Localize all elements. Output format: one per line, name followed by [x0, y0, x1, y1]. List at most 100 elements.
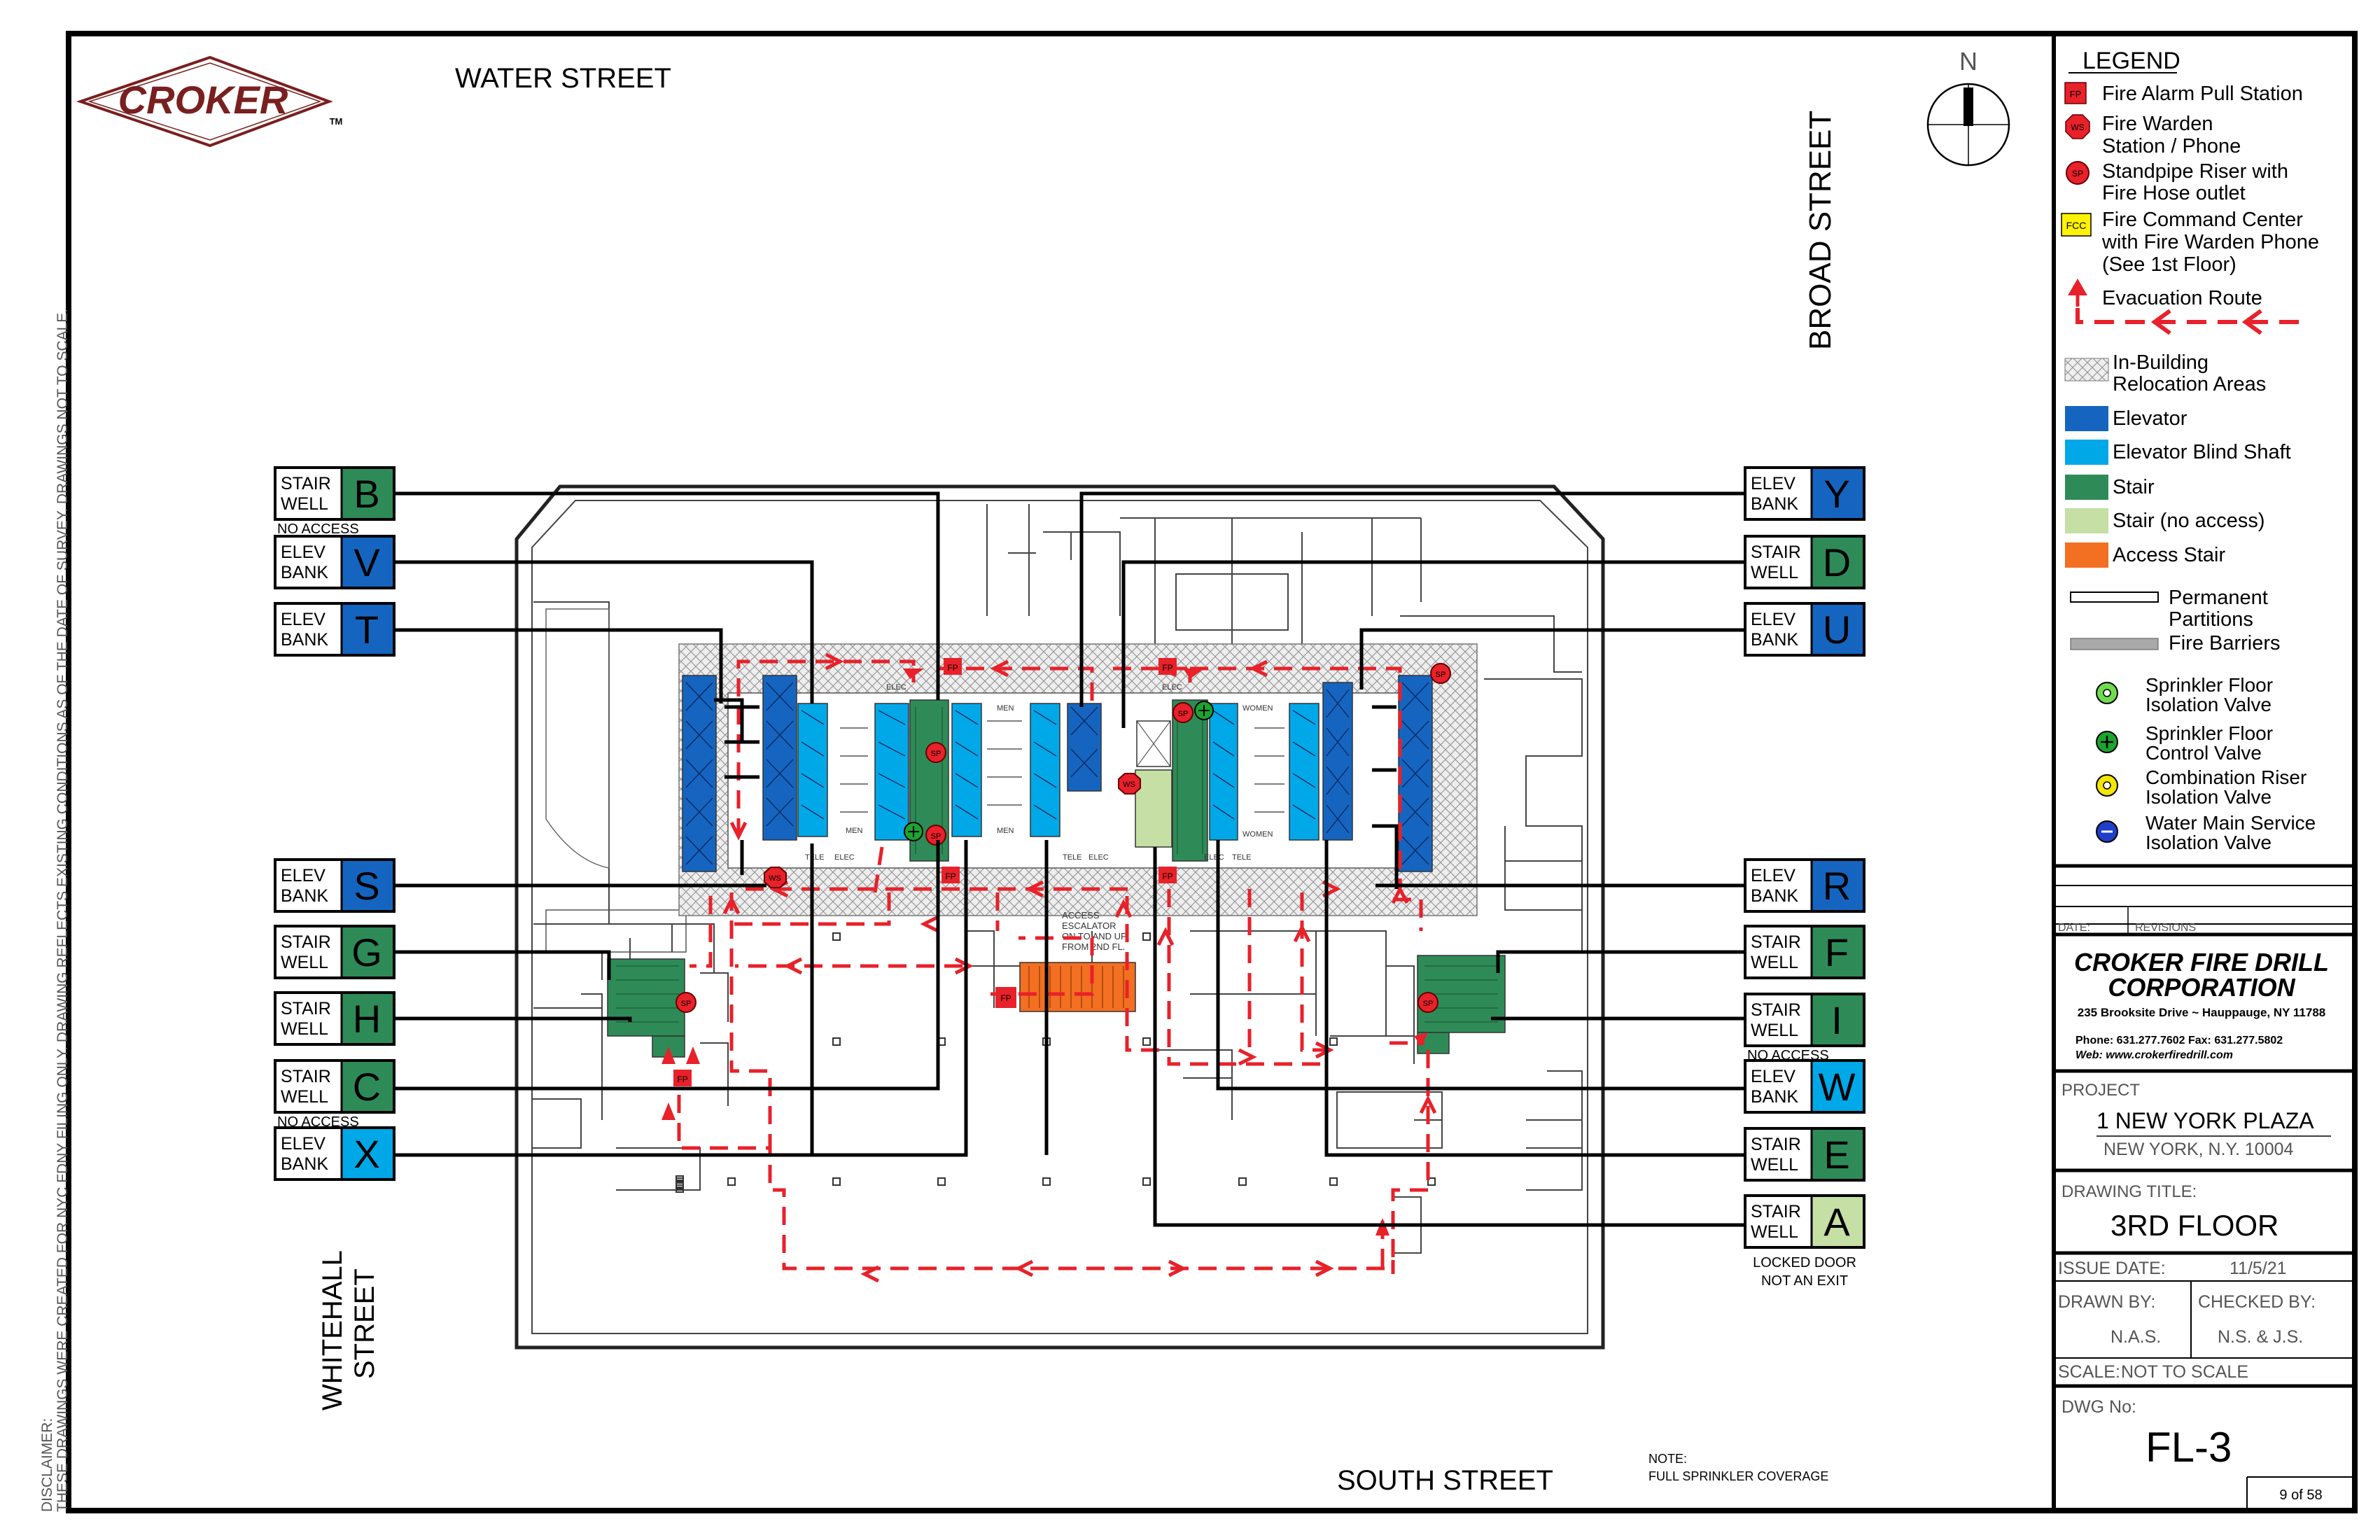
dwg-no: FL-3 — [2146, 1424, 2232, 1471]
access-escalator-line1: ACCESS — [1062, 910, 1100, 920]
issue-date: 11/5/21 — [2230, 1259, 2287, 1278]
croker-logo: CROKER TM — [76, 55, 342, 148]
leader-lines — [393, 491, 1746, 1227]
tag-letter: H — [353, 997, 381, 1041]
revisions-date-label: DATE: — [2058, 922, 2090, 934]
room-elec-1: ELEC — [886, 683, 906, 692]
company-name-line1: CROKER FIRE DRILL — [2074, 948, 2329, 976]
tag-type-line2: BANK — [1751, 886, 1798, 906]
tag-type-line1: STAIR — [1751, 1202, 1801, 1222]
disclaimer-title: DISCLAIMER: — [39, 1418, 55, 1512]
tag-elev-t[interactable]: ELEV BANK T — [274, 602, 396, 657]
tag-elev-v[interactable]: ELEV BANK V — [274, 535, 396, 589]
tag-type-line2: WELL — [1751, 953, 1798, 972]
street-whitehall-line2: STREET — [349, 1268, 380, 1379]
fire-warden-station: WS — [764, 867, 787, 888]
north-label: N — [1959, 47, 1977, 76]
building-floor-plan: MEN MEN MEN WOMEN WOMEN ELEC ELEC ELEC E… — [514, 484, 1605, 1350]
sp-label: SP — [1423, 1000, 1434, 1008]
tag-stair-e[interactable]: STAIR WELL E — [1744, 1127, 1865, 1182]
legend-fire-warden: WS Fire Warden Station / Phone — [2065, 113, 2241, 158]
tag-elev-y[interactable]: ELEV BANK Y — [1744, 466, 1865, 521]
tag-elev-s[interactable]: ELEV BANK S — [274, 858, 396, 913]
tag-stair-g[interactable]: STAIR WELL G — [274, 925, 396, 979]
plan-symbols: FP FP FP FP FP FP SP SP SP SP SP SP WS W… — [673, 658, 1451, 1086]
sprinkler-control-valve — [904, 822, 923, 841]
tag-type-line1: STAIR — [1751, 1135, 1801, 1154]
disclaimer: DISCLAIMER: THESE DRAWINGS WERE CREATED … — [39, 309, 71, 1512]
checked-by-label: CHECKED BY: — [2198, 1292, 2316, 1312]
evacuation-arrowheads — [662, 668, 1428, 1236]
tag-letter: G — [351, 930, 382, 974]
room-elec-4: ELEC — [1088, 853, 1109, 862]
standpipe-riser: SP — [925, 742, 946, 763]
tag-stair-a[interactable]: STAIR WELL A LOCKED DOOR NOT AN EXIT — [1744, 1194, 1865, 1289]
legend-sprinkler-control: Sprinkler Floor Control Valve — [2096, 722, 2273, 764]
tag-letter: A — [1823, 1200, 1850, 1244]
room-elec-2: ELEC — [1162, 683, 1182, 692]
tag-type-line2: BANK — [1751, 630, 1798, 650]
tag-elev-u[interactable]: ELEV BANK U — [1744, 602, 1865, 657]
legend-barriers-label: Fire Barriers — [2169, 632, 2281, 654]
legend-elevator: Elevator — [2065, 406, 2188, 431]
company-web: Web: www.crokerfiredrill.com — [2076, 1049, 2233, 1061]
tag-elev-x[interactable]: ELEV BANK X — [274, 1126, 396, 1181]
legend-stair-no-access: Stair (no access) — [2065, 508, 2265, 533]
note-title: NOTE: — [1648, 1452, 1687, 1466]
legend-sprinkler-control-line1: Sprinkler Floor — [2146, 722, 2273, 744]
tag-type-line2: WELL — [1751, 1155, 1798, 1175]
street-south: SOUTH STREET — [1337, 1465, 1553, 1496]
legend: LEGEND FP Fire Alarm Pull Station WS Fir… — [2061, 48, 2319, 853]
standpipe-riser: SP — [1418, 992, 1438, 1013]
company-phone: Phone: 631.277.7602 Fax: 631.277.5802 — [2076, 1035, 2283, 1046]
legend-partitions-line1: Permanent — [2169, 587, 2268, 609]
disclaimer-text: THESE DRAWINGS WERE CREATED FOR NYC FDNY… — [55, 309, 71, 1512]
tag-type-line1: STAIR — [281, 932, 331, 952]
legend-access-stair: Access Stair — [2065, 542, 2225, 568]
tag-note: NO ACCESS — [277, 1114, 359, 1130]
tag-stair-c[interactable]: STAIR WELL C NO ACCESS — [274, 1059, 396, 1130]
tag-letter: V — [354, 540, 380, 584]
tag-letter: I — [1831, 998, 1842, 1042]
legend-fire-warden-line1: Fire Warden — [2102, 113, 2213, 135]
tag-letter: R — [1823, 864, 1851, 908]
tag-type-line1: ELEV — [281, 542, 326, 562]
elevator-cab-marks — [685, 682, 1429, 865]
stair-west-gh — [607, 958, 685, 1037]
company-name-line2: CORPORATION — [2108, 973, 2295, 1002]
legend-sp-code: SP — [2072, 169, 2083, 178]
legend-stair-label: Stair — [2113, 476, 2155, 498]
tag-stair-h[interactable]: STAIR WELL H — [274, 991, 396, 1046]
tag-type-line2: WELL — [281, 953, 328, 972]
legend-water-main-line2: Isolation Valve — [2146, 832, 2272, 853]
legend-combination-riser: Combination Riser Isolation Valve — [2096, 766, 2306, 808]
standpipe-riser: SP — [1430, 663, 1451, 684]
access-escalator-line2: ESCALATOR — [1062, 920, 1116, 931]
tag-letter: S — [354, 864, 379, 908]
legend-barriers: Fire Barriers — [2070, 632, 2281, 654]
elevators — [682, 675, 1433, 872]
tag-type-line2: WELL — [1751, 1021, 1798, 1040]
tag-stair-b[interactable]: STAIR WELL B NO ACCESS — [274, 466, 396, 537]
sp-label: SP — [931, 832, 941, 841]
tag-elev-w[interactable]: ELEV BANK W — [1744, 1059, 1865, 1114]
tag-type-line2: BANK — [1751, 494, 1798, 514]
project-city: NEW YORK, N.Y. 10004 — [2104, 1140, 2294, 1159]
fp-label: FP — [1162, 663, 1172, 673]
left-tags: STAIR WELL B NO ACCESS ELEV BANK V ELEV … — [274, 466, 396, 1181]
revisions-label: REVISIONS — [2135, 922, 2196, 934]
legend-fp-code: FP — [2070, 89, 2082, 99]
legend-standpipe-line1: Standpipe Riser with — [2102, 160, 2288, 183]
legend-fcc-line1: Fire Command Center — [2102, 209, 2303, 231]
tag-type-line1: ELEV — [281, 1134, 326, 1154]
tag-letter: X — [354, 1132, 379, 1176]
tag-stair-f[interactable]: STAIR WELL F — [1744, 925, 1865, 979]
fire-alarm-pull-station: FP — [673, 1070, 692, 1086]
tag-stair-i[interactable]: STAIR WELL I NO ACCESS — [1744, 993, 1865, 1063]
tag-type-line2: BANK — [281, 886, 328, 906]
tag-type-line1: ELEV — [1751, 866, 1795, 886]
drawn-by: N.A.S. — [2110, 1327, 2161, 1347]
tag-elev-r[interactable]: ELEV BANK R — [1744, 858, 1865, 913]
tag-stair-d[interactable]: STAIR WELL D — [1744, 535, 1865, 589]
